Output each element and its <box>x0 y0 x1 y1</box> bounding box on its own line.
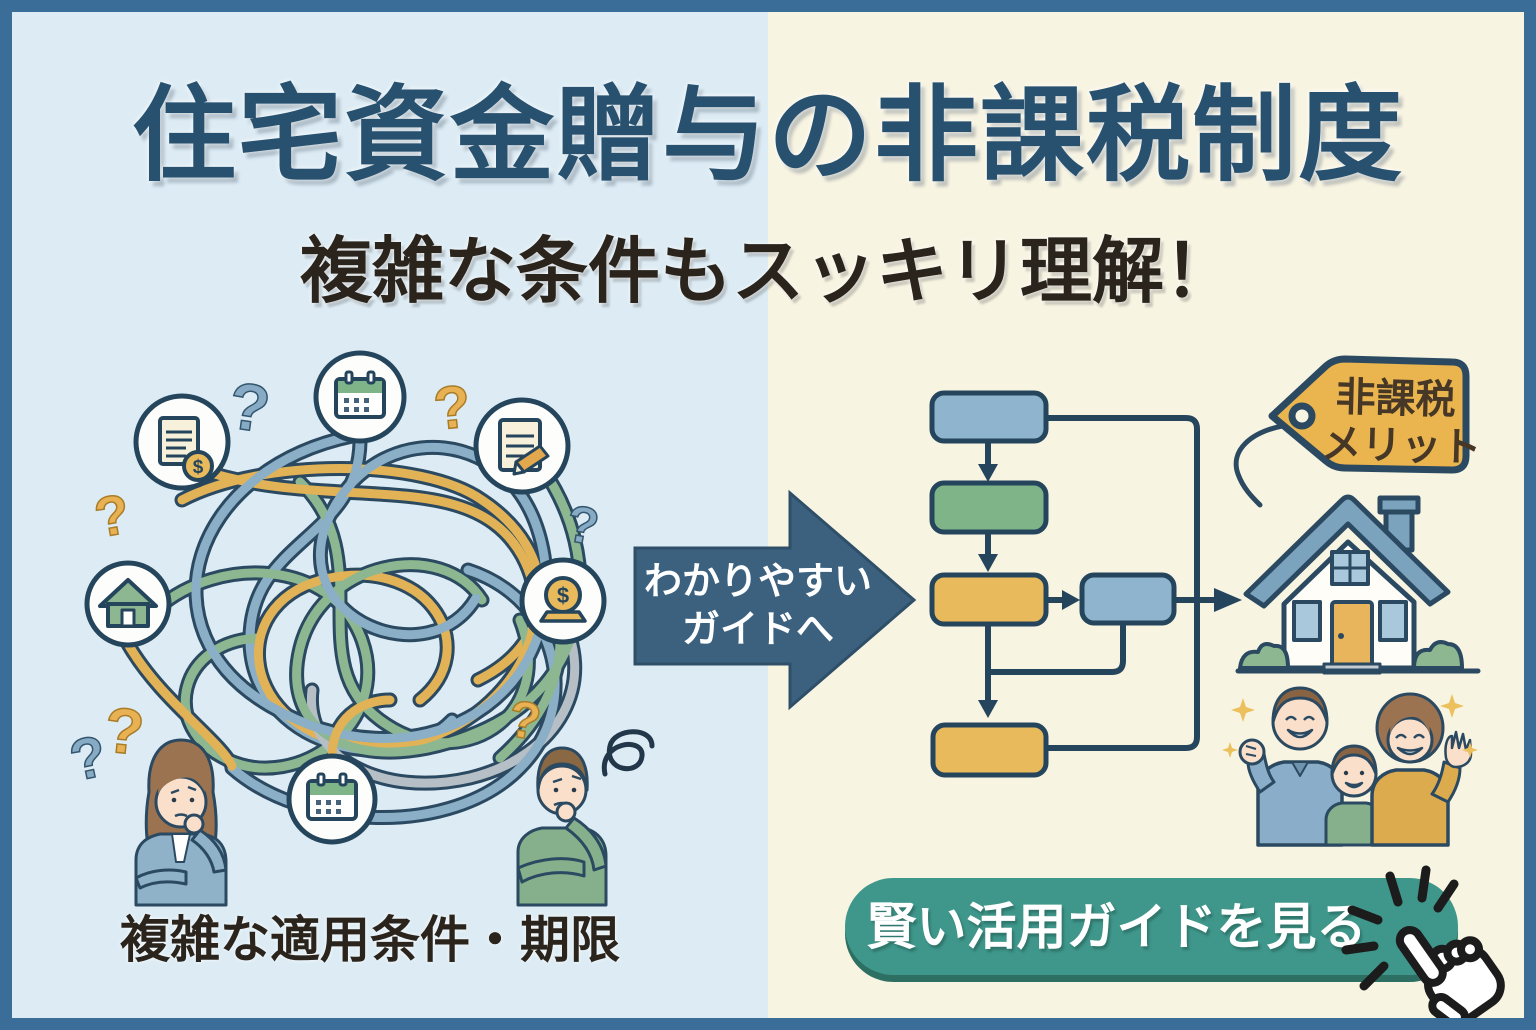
happy-family-illustration <box>1222 686 1478 847</box>
flow-step-4 <box>1079 572 1177 626</box>
svg-text:$: $ <box>193 457 204 478</box>
document-with-pencil-icon <box>473 397 571 495</box>
flow-step-3 <box>929 572 1049 627</box>
page-subtitle: 複雑な条件もスッキリ理解！ <box>299 232 1236 312</box>
view-guide-button-label: 賢い活用ガイドを見る <box>866 899 1367 955</box>
condition-icons: $ <box>84 350 607 845</box>
money-coin-icon: $ <box>519 557 607 645</box>
tax-free-tag <box>1233 355 1470 508</box>
svg-text:?: ? <box>224 368 274 447</box>
confused-woman-illustration <box>134 738 228 907</box>
flow-step-5 <box>930 722 1049 778</box>
flow-step-1 <box>929 390 1049 444</box>
page-title: 住宅資金贈与の非課税制度 <box>131 78 1404 194</box>
left-panel-background <box>0 0 768 1030</box>
tag-label-line2: メリット <box>1320 422 1482 471</box>
transition-arrow-label: わかりやすい ガイドへ <box>630 558 886 654</box>
left-panel-caption: 複雑な適用条件・期限 <box>120 912 620 968</box>
confusion-squiggle <box>601 729 655 777</box>
svg-text:?: ? <box>90 481 135 549</box>
house-icon <box>84 560 172 648</box>
tax-free-tag-label: 非課税 メリット <box>1320 374 1482 472</box>
calendar-icon <box>313 350 407 444</box>
view-guide-button[interactable]: 賢い活用ガイドを見る <box>845 878 1458 975</box>
flowchart-illustration <box>929 390 1242 778</box>
question-marks: ? ? ? ? ? ? ? <box>63 367 603 795</box>
confused-man-illustration <box>516 746 608 907</box>
transition-arrow-shape <box>633 489 917 711</box>
calendar-icon <box>286 753 378 845</box>
arrow-label-line2: ガイドへ <box>681 609 834 651</box>
flow-step-2 <box>929 480 1049 535</box>
document-with-coin-icon: $ <box>133 393 231 491</box>
house-illustration <box>1235 494 1481 675</box>
svg-text:?: ? <box>431 372 474 442</box>
sparkle-icon <box>1222 694 1478 758</box>
svg-text:?: ? <box>101 693 147 769</box>
tag-label-line1: 非課税 <box>1335 375 1457 423</box>
arrow-label-line1: わかりやすい <box>643 561 872 603</box>
svg-text:$: $ <box>557 583 569 608</box>
